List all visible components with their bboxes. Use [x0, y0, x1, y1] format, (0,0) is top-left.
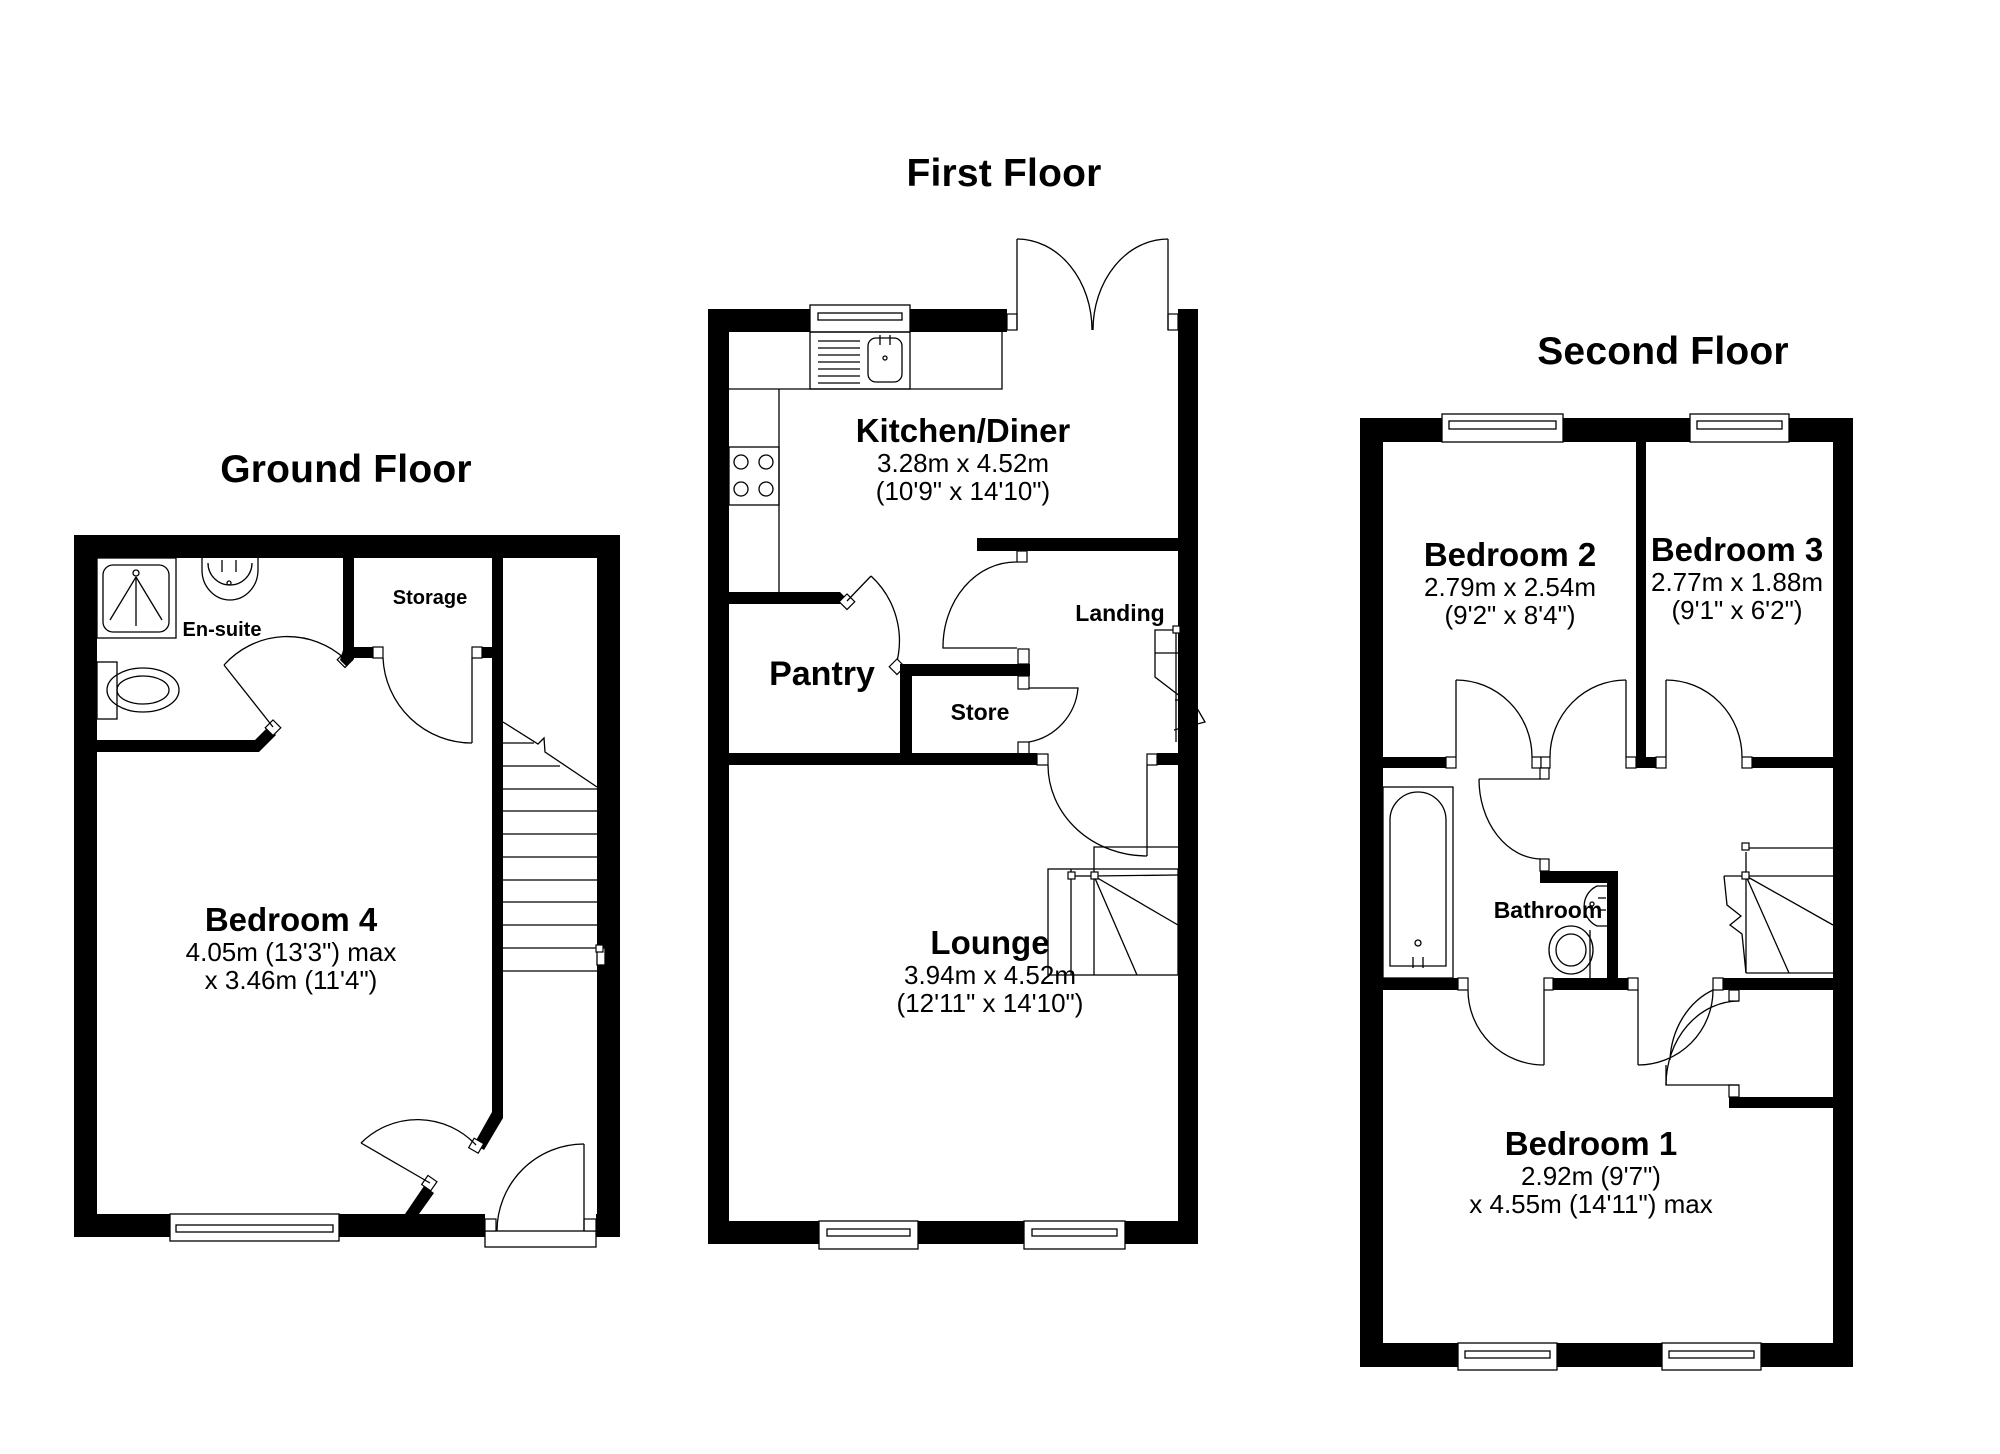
room-label-bedroom2: Bedroom 2 2.79m x 2.54m (9'2" x 8'4"): [1424, 537, 1596, 629]
room-label-bedroom4: Bedroom 4 4.05m (13'3") max x 3.46m (11'…: [186, 902, 397, 994]
first-floor-title: First Floor: [906, 152, 1102, 195]
room-name: Bedroom 2: [1423, 536, 1597, 573]
room-name: Kitchen/Diner: [855, 412, 1071, 449]
room-label-bedroom3: Bedroom 3 2.77m x 1.88m (9'1" x 6'2"): [1651, 532, 1823, 624]
room-dimensions: 2.77m x 1.88m: [1651, 566, 1823, 597]
room-name: Bedroom 1: [1504, 1125, 1678, 1162]
room-label-pantry: Pantry: [769, 656, 875, 693]
window-icon: [1023, 1220, 1126, 1250]
ground-floor-plan: [74, 535, 620, 1248]
room-dimensions: (12'11" x 14'10"): [896, 987, 1084, 1018]
wash-basin-icon: [1583, 885, 1607, 927]
room-name: Store: [950, 699, 1010, 725]
toilet-icon: [96, 661, 180, 720]
window-icon: [1457, 1342, 1558, 1371]
room-name: Bedroom 3: [1650, 531, 1824, 568]
door-swing-icon: [1047, 764, 1148, 857]
bathtub-icon: [1382, 786, 1454, 979]
staircase-icon: [1047, 846, 1179, 976]
door-swing-icon: [1637, 989, 1714, 1066]
room-dimensions: 2.92m (9'7"): [1521, 1160, 1661, 1191]
window-icon: [1441, 413, 1564, 443]
kitchen-sink-icon: [809, 331, 911, 390]
room-label-store: Store: [951, 700, 1010, 725]
room-dimensions: (9'2" x 8'4"): [1444, 599, 1576, 630]
second-floor-plan: [1360, 413, 1853, 1371]
room-dimensions: x 3.46m (11'4"): [204, 964, 378, 995]
front-door-icon: [484, 1143, 597, 1248]
shower-tray-icon: [96, 557, 177, 639]
room-dimensions: 2.79m x 2.54m: [1424, 571, 1596, 602]
french-doors-icon: [1006, 238, 1179, 331]
door-swing-icon: [1665, 989, 1740, 1086]
window-icon: [818, 1220, 919, 1250]
door-swing-icon: [942, 561, 1018, 649]
room-name: Lounge: [930, 924, 1050, 961]
staircase-icon: [1154, 625, 1206, 742]
window-icon: [169, 1213, 340, 1242]
door-swing-icon: [846, 575, 901, 666]
door-swing-icon: [1665, 679, 1743, 758]
wash-basin-icon: [201, 558, 259, 601]
room-label-storage: Storage: [392, 587, 468, 610]
second-floor-title: Second Floor: [1537, 330, 1789, 373]
room-dimensions: (9'1" x 6'2"): [1671, 594, 1803, 625]
door-swing-icon: [360, 1118, 477, 1184]
door-swing-icon: [1028, 687, 1079, 743]
room-name: Landing: [1075, 600, 1165, 626]
room-dimensions: 3.28m x 4.52m: [877, 447, 1049, 478]
room-dimensions: (10'9" x 14'10"): [875, 475, 1051, 506]
staircase-icon: [502, 721, 606, 972]
room-label-kitchen-diner: Kitchen/Diner 3.28m x 4.52m (10'9" x 14'…: [856, 413, 1071, 505]
room-label-bathroom: Bathroom: [1494, 898, 1603, 923]
toilet-icon: [1548, 925, 1594, 978]
door-swing-icon: [1455, 679, 1533, 758]
room-dimensions: x 4.55m (14'11") max: [1469, 1188, 1713, 1219]
room-dimensions: 3.94m x 4.52m: [904, 959, 1076, 990]
room-name: Storage: [392, 587, 468, 609]
room-name: En-suite: [182, 619, 262, 641]
room-label-bedroom1: Bedroom 1 2.92m (9'7") x 4.55m (14'11") …: [1469, 1126, 1712, 1218]
door-swing-icon: [1549, 679, 1627, 758]
room-label-landing: Landing: [1075, 601, 1164, 626]
door-swing-icon: [1467, 989, 1545, 1066]
staircase-icon: [1723, 842, 1834, 974]
room-label-lounge: Lounge 3.94m x 4.52m (12'11" x 14'10"): [897, 925, 1084, 1017]
door-swing-icon: [382, 657, 473, 744]
room-dimensions: 4.05m (13'3") max: [185, 936, 397, 967]
room-name: Pantry: [769, 655, 875, 693]
window-icon: [1689, 413, 1790, 443]
window-icon: [1661, 1342, 1762, 1371]
door-swing-icon: [223, 635, 346, 728]
first-floor-plan: [708, 238, 1206, 1250]
door-swing-icon: [1478, 778, 1542, 860]
room-name: Bathroom: [1493, 897, 1603, 923]
window-icon: [809, 304, 911, 333]
room-name: Bedroom 4: [204, 901, 378, 938]
room-label-ensuite: En-suite: [182, 619, 262, 642]
ground-floor-title: Ground Floor: [220, 448, 472, 491]
